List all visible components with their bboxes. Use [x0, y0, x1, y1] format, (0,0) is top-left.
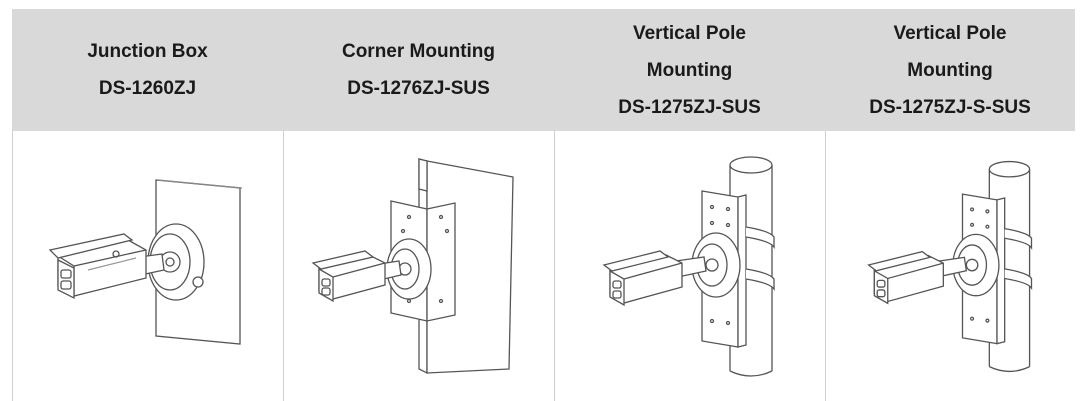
header-line: Mounting	[646, 59, 733, 81]
bullet-camera-corner-mount-icon	[299, 151, 539, 381]
cell-junction-box-image	[12, 131, 283, 401]
header-line: DS-1260ZJ	[98, 78, 197, 99]
image-row	[12, 131, 1075, 401]
header-line: Vertical Pole	[632, 22, 746, 44]
bullet-camera-pole-mount-icon	[570, 151, 810, 381]
mount-compatibility-table: Junction Box DS-1260ZJ Corner Mounting D…	[12, 9, 1075, 401]
header-vertical-pole-mounting-sus: Vertical Pole Mounting DS-1275ZJ-SUS	[554, 9, 825, 131]
header-line: Corner Mounting	[341, 41, 496, 62]
header-vertical-pole-mounting-s-sus: Vertical Pole Mounting DS-1275ZJ-S-SUS	[825, 9, 1075, 131]
header-row: Junction Box DS-1260ZJ Corner Mounting D…	[12, 9, 1075, 131]
header-line: Junction Box	[87, 41, 208, 62]
header-junction-box: Junction Box DS-1260ZJ	[12, 9, 283, 131]
header-line: Vertical Pole	[893, 22, 1007, 44]
cell-vertical-pole-sus-image	[554, 131, 825, 401]
bullet-camera-junction-box-icon	[28, 166, 268, 366]
bullet-camera-pole-mount-icon	[836, 151, 1066, 381]
header-corner-mounting: Corner Mounting DS-1276ZJ-SUS	[283, 9, 554, 131]
cell-vertical-pole-s-sus-image	[825, 131, 1075, 401]
cell-corner-mounting-image	[283, 131, 554, 401]
header-line: DS-1275ZJ-S-SUS	[869, 96, 1031, 118]
header-line: Mounting	[907, 59, 993, 81]
header-line: DS-1275ZJ-SUS	[618, 96, 761, 118]
header-line: DS-1276ZJ-SUS	[347, 78, 490, 99]
